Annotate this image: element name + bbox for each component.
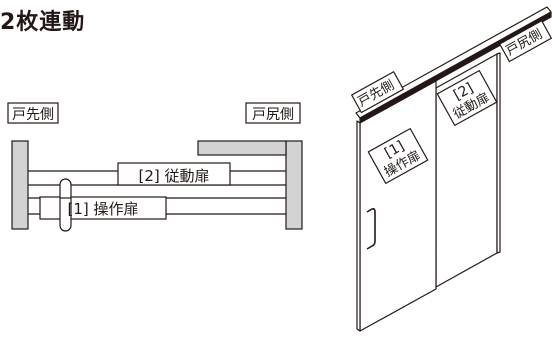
door1-edge (356, 120, 361, 332)
plan-right-jamb (285, 140, 303, 230)
plan-tojiri-label: 戸尻側 (252, 107, 294, 123)
plan-view (7, 102, 303, 232)
door1-label-box (367, 128, 429, 184)
door2-label-box (436, 70, 498, 126)
plan-wall-strip (197, 140, 287, 156)
plan-left-jamb (11, 140, 29, 230)
plan-tojiri-label-box (245, 102, 301, 124)
door1-handle-icon (366, 208, 376, 250)
plan-door1-label: [1] 操作扉 (67, 200, 138, 218)
plan-door2-panel (117, 162, 231, 186)
perspective-view (351, 6, 552, 332)
diagram-title: 2枚連動 (0, 10, 86, 35)
door1-panel (359, 80, 437, 332)
plan-door2-label: [2] 従動扉 (138, 167, 209, 185)
plan-tosaki-label-box (7, 102, 59, 124)
persp-tojiri-label-box (499, 20, 552, 63)
plan-door-handle (59, 178, 72, 232)
persp-tosaki-label-box (351, 71, 404, 114)
door2-edge (496, 52, 501, 254)
plan-tosaki-label: 戸先側 (12, 107, 54, 123)
rail-front-face (359, 11, 552, 124)
